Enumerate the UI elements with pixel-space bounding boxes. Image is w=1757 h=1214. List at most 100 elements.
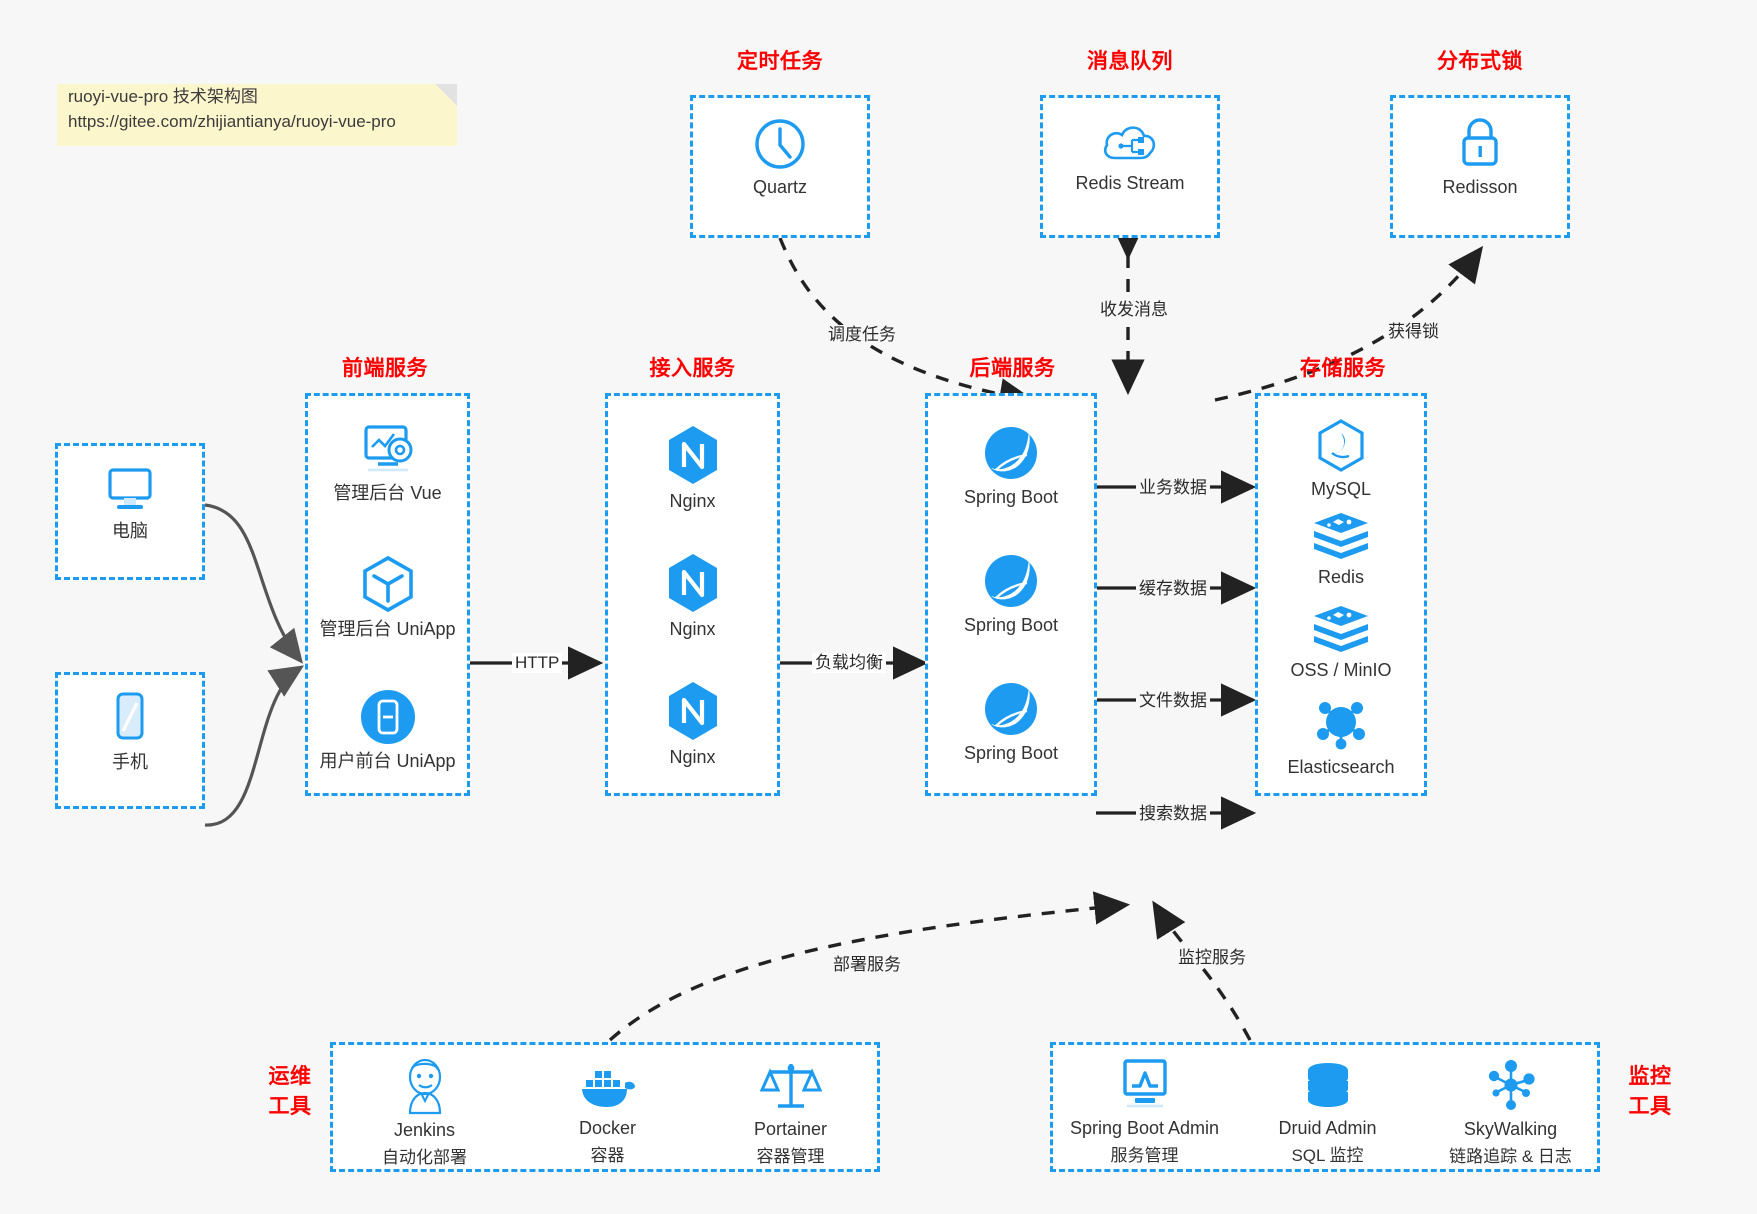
nginx-icon: [668, 682, 717, 740]
node-portainer[interactable]: Portainer 容器管理: [699, 1058, 882, 1168]
note-title: ruoyi-vue-pro 技术架构图: [68, 87, 258, 106]
edge-label-business-data: 业务数据: [1136, 478, 1210, 498]
dashboard-gear-icon: [363, 425, 412, 472]
group-title-message-queue: 消息队列: [1087, 50, 1173, 73]
node-admin-uniapp[interactable]: 管理后台 UniApp: [308, 554, 467, 641]
node-label: 手机: [112, 752, 148, 772]
group-box-distributed-lock: Redisson: [1390, 95, 1570, 238]
node-spring-boot-3[interactable]: Spring Boot: [928, 680, 1094, 765]
node-quartz[interactable]: Quartz: [693, 116, 867, 199]
node-oss-minio[interactable]: OSS / MinIO: [1258, 603, 1424, 682]
group-title-devops-line2: 工具: [268, 1095, 312, 1118]
node-label: Druid Admin: [1278, 1118, 1377, 1138]
edge-label-monitor-service: 监控服务: [1175, 948, 1249, 968]
node-nginx-1[interactable]: Nginx: [608, 424, 777, 513]
spring-boot-icon: [985, 555, 1037, 607]
node-spring-boot-1[interactable]: Spring Boot: [928, 424, 1094, 509]
node-desktop[interactable]: 电脑: [58, 464, 202, 543]
docker-icon: [581, 1071, 635, 1107]
node-mysql[interactable]: MySQL: [1258, 418, 1424, 501]
group-title-monitor-line1: 监控: [1628, 1065, 1672, 1088]
group-box-monitor: Spring Boot Admin 服务管理 Druid Admin SQL 监…: [1050, 1042, 1600, 1172]
network-nodes-icon: [1488, 1060, 1535, 1110]
node-nginx-2[interactable]: Nginx: [608, 552, 777, 641]
group-box-scheduled-task: Quartz: [690, 95, 870, 238]
redis-icon: [1314, 513, 1368, 559]
node-spring-boot-admin[interactable]: Spring Boot Admin 服务管理: [1053, 1057, 1236, 1167]
node-label: Spring Boot: [963, 615, 1059, 635]
node-label: Spring Boot: [963, 487, 1059, 507]
clock-icon: [755, 119, 805, 169]
node-label: 管理后台 UniApp: [319, 619, 456, 639]
edge-label-http: HTTP: [512, 653, 563, 673]
node-label: SkyWalking: [1463, 1119, 1558, 1139]
node-label: Quartz: [752, 177, 808, 197]
group-title-monitor: 监控 工具: [1615, 1062, 1685, 1122]
node-sublabel: SQL 监控: [1291, 1146, 1364, 1165]
client-box-desktop: 电脑: [55, 443, 205, 580]
monitor-chart-icon: [1122, 1059, 1167, 1108]
group-box-message-queue: Redis Stream: [1040, 95, 1220, 238]
group-title-storage: 存储服务: [1300, 357, 1386, 380]
node-user-uniapp[interactable]: 用户前台 UniApp: [308, 688, 467, 773]
node-label: Jenkins: [393, 1120, 456, 1140]
node-docker[interactable]: Docker 容器: [516, 1063, 699, 1167]
note-url: https://gitee.com/zhijiantianya/ruoyi-vu…: [68, 112, 396, 131]
client-box-mobile: 手机: [55, 672, 205, 809]
node-label: Spring Boot Admin: [1069, 1118, 1220, 1138]
spring-boot-icon: [985, 683, 1037, 735]
node-label: Docker: [578, 1118, 636, 1138]
node-sublabel: 容器管理: [756, 1147, 825, 1166]
node-label: OSS / MinIO: [1290, 660, 1392, 680]
oss-minio-icon: [1314, 606, 1368, 652]
node-redis-stream[interactable]: Redis Stream: [1043, 118, 1217, 195]
desktop-computer-icon: [108, 468, 152, 509]
edge-label-file-data: 文件数据: [1136, 691, 1210, 711]
mobile-app-icon: [360, 690, 415, 744]
note-fold-corner: [435, 84, 457, 106]
group-box-devops: Jenkins 自动化部署 Docker 容器: [330, 1042, 880, 1172]
node-label: Nginx: [669, 747, 716, 767]
node-label: Redis Stream: [1075, 173, 1185, 193]
group-title-frontend: 前端服务: [342, 357, 428, 380]
group-box-frontend: 管理后台 Vue 管理后台 UniApp 用户前台 UniApp: [305, 393, 470, 796]
group-title-devops-line1: 运维: [268, 1065, 312, 1088]
node-sublabel: 自动化部署: [382, 1148, 467, 1167]
node-elasticsearch[interactable]: Elasticsearch: [1258, 696, 1424, 779]
node-label: Redis: [1317, 567, 1365, 587]
spring-boot-icon: [985, 427, 1037, 479]
lock-icon: [1462, 118, 1498, 166]
node-redis[interactable]: Redis: [1258, 510, 1424, 589]
edge-label-acquire-lock: 获得锁: [1385, 322, 1442, 342]
node-label: Portainer: [753, 1119, 828, 1139]
node-sublabel: 链路追踪 & 日志: [1449, 1147, 1572, 1166]
node-redisson[interactable]: Redisson: [1393, 116, 1567, 199]
node-sublabel: 服务管理: [1110, 1146, 1179, 1165]
group-title-scheduled-task: 定时任务: [737, 50, 823, 73]
edge-label-deploy-service: 部署服务: [830, 955, 904, 975]
edge-label-send-receive-message: 收发消息: [1097, 300, 1171, 320]
cube-icon: [362, 555, 413, 613]
group-title-backend: 后端服务: [969, 357, 1056, 380]
edge-label-search-data: 搜索数据: [1136, 804, 1210, 824]
group-title-monitor-line2: 工具: [1628, 1095, 1672, 1118]
node-spring-boot-2[interactable]: Spring Boot: [928, 552, 1094, 637]
node-nginx-3[interactable]: Nginx: [608, 680, 777, 769]
node-skywalking[interactable]: SkyWalking 链路追踪 & 日志: [1419, 1058, 1602, 1168]
diagram-note: ruoyi-vue-pro 技术架构图 https://gitee.com/zh…: [57, 84, 457, 146]
group-box-storage: MySQL Redis OSS / MinIO: [1255, 393, 1427, 796]
group-box-backend: Spring Boot Spring Boot Spring Boot: [925, 393, 1097, 796]
node-jenkins[interactable]: Jenkins 自动化部署: [333, 1057, 516, 1169]
group-box-gateway: Nginx Nginx Nginx: [605, 393, 780, 796]
nginx-icon: [668, 554, 717, 612]
node-admin-vue[interactable]: 管理后台 Vue: [308, 422, 467, 505]
cloud-stream-icon: [1103, 126, 1156, 160]
group-title-gateway: 接入服务: [649, 357, 736, 380]
edge-label-load-balance: 负载均衡: [812, 653, 886, 673]
node-mobile[interactable]: 手机: [58, 691, 202, 774]
node-druid-admin[interactable]: Druid Admin SQL 监控: [1236, 1061, 1419, 1167]
mysql-icon: [1318, 419, 1364, 472]
group-title-devops: 运维 工具: [255, 1062, 325, 1122]
node-label: Nginx: [669, 491, 716, 511]
